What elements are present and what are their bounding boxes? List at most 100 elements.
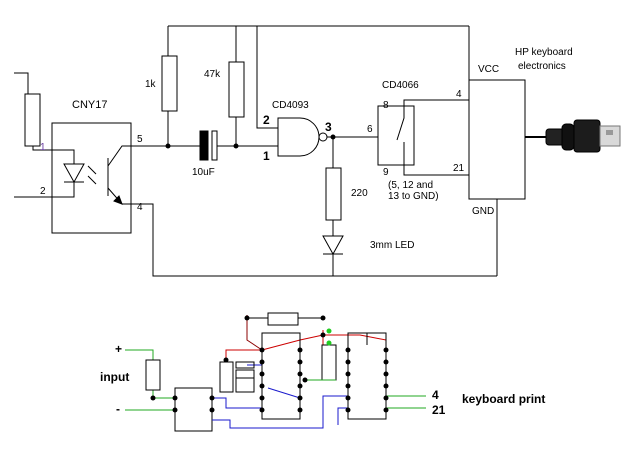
pad — [297, 383, 303, 389]
pad — [259, 371, 265, 377]
pad — [172, 395, 178, 401]
board-cap-top — [235, 361, 255, 369]
pad — [297, 407, 303, 413]
label-gate-chip: CD4093 — [272, 100, 309, 111]
label-gnd: GND — [472, 206, 494, 217]
board-cap-body — [235, 369, 255, 393]
wire-switch-pin21 — [403, 165, 469, 176]
pad — [383, 395, 389, 401]
usb-plug-metal-hole — [606, 130, 613, 135]
board-blue-trace-2 — [212, 395, 348, 429]
board-resistor-220 — [321, 344, 337, 381]
usb-plug-head — [573, 119, 601, 153]
switch-note-2: 13 to GND) — [388, 191, 439, 202]
board-layout — [125, 312, 426, 432]
board-input-resistor — [145, 359, 161, 391]
kb-pin4: 4 — [456, 89, 462, 100]
usb-plug-metal — [599, 125, 621, 147]
pad — [259, 383, 265, 389]
opto-collector — [107, 145, 131, 167]
pad — [209, 395, 215, 401]
pad — [297, 395, 303, 401]
label-capacitor: 10uF — [192, 167, 215, 178]
gate-pin3: 3 — [325, 120, 332, 134]
board-plus-label: + — [115, 342, 122, 356]
pad — [383, 371, 389, 377]
label-47k: 47k — [204, 69, 221, 80]
pad — [345, 383, 351, 389]
board-resistor-a — [219, 361, 234, 393]
nand-gate — [277, 117, 320, 157]
opto-pin2: 2 — [40, 186, 46, 197]
board-red-trace-1 — [225, 349, 262, 360]
pad — [345, 407, 351, 413]
green-pad — [326, 328, 332, 334]
schematic-labels: CNY17 1 2 5 4 1k 47k 10uF CD4093 2 1 3 6… — [40, 47, 573, 251]
input-wire-pin1 — [32, 146, 52, 151]
opto-emitter-arrow — [113, 195, 123, 205]
pad — [320, 332, 326, 338]
gate-pin2: 2 — [263, 113, 270, 127]
pad — [150, 395, 156, 401]
switch-pin6: 6 — [367, 124, 373, 135]
opto-label: CNY17 — [72, 99, 107, 111]
opto-pin1: 1 — [40, 142, 46, 153]
switch-note-1: (5, 12 and — [388, 180, 433, 191]
board-resistor-top — [267, 312, 299, 326]
pad — [302, 377, 308, 383]
label-vcc: VCC — [478, 64, 499, 75]
pad — [259, 395, 265, 401]
label-1k: 1k — [145, 79, 157, 90]
board-out-pin4: 4 — [432, 388, 439, 402]
pad — [259, 359, 265, 365]
pad — [320, 315, 326, 321]
opto-pin4: 4 — [137, 202, 143, 213]
keyboard-title-2: electronics — [518, 61, 566, 72]
opto-led-ray1 — [87, 165, 97, 175]
label-220: 220 — [351, 188, 368, 199]
board-darkred-trace — [246, 315, 263, 351]
board-switch-ic — [347, 332, 387, 420]
input-lead-top — [14, 72, 29, 94]
capacitor-plate-right — [211, 130, 218, 161]
board-blue-trace-1 — [212, 397, 262, 409]
opto-pin5: 5 — [137, 134, 143, 145]
board-blue-trace-5 — [337, 407, 348, 425]
switch-contact — [396, 106, 405, 141]
switch-chip — [377, 105, 415, 166]
label-switch-chip: CD4066 — [382, 80, 419, 91]
board-out-pin21: 21 — [432, 403, 446, 417]
pad — [383, 359, 389, 365]
pad — [345, 395, 351, 401]
nand-bubble — [318, 132, 328, 142]
gate-pin1: 1 — [263, 149, 270, 163]
resistor-47k — [228, 61, 245, 118]
opto-led-ray2 — [87, 175, 97, 185]
wire-switch-pin4 — [403, 99, 469, 106]
pad — [297, 347, 303, 353]
pad — [345, 347, 351, 353]
resistor-1k — [161, 55, 178, 112]
pad — [172, 407, 178, 413]
bottom-rail — [131, 203, 497, 277]
switch-pin8: 8 — [383, 100, 389, 111]
pad — [383, 383, 389, 389]
capacitor-plate-left — [199, 130, 209, 161]
pad — [383, 347, 389, 353]
usb-plug-strain — [561, 123, 575, 151]
pad — [297, 359, 303, 365]
board-input-label: input — [100, 370, 129, 384]
pad — [223, 357, 229, 363]
board-input-plus-wire — [125, 349, 154, 360]
resistor-220 — [325, 167, 342, 221]
board-print-label: keyboard print — [462, 392, 545, 406]
pad — [297, 371, 303, 377]
pad — [345, 371, 351, 377]
pad — [345, 359, 351, 365]
pad — [209, 407, 215, 413]
board-gate-ic — [261, 332, 301, 420]
schematic — [14, 25, 621, 277]
junction-1k — [165, 143, 171, 149]
top-rail — [168, 25, 278, 129]
